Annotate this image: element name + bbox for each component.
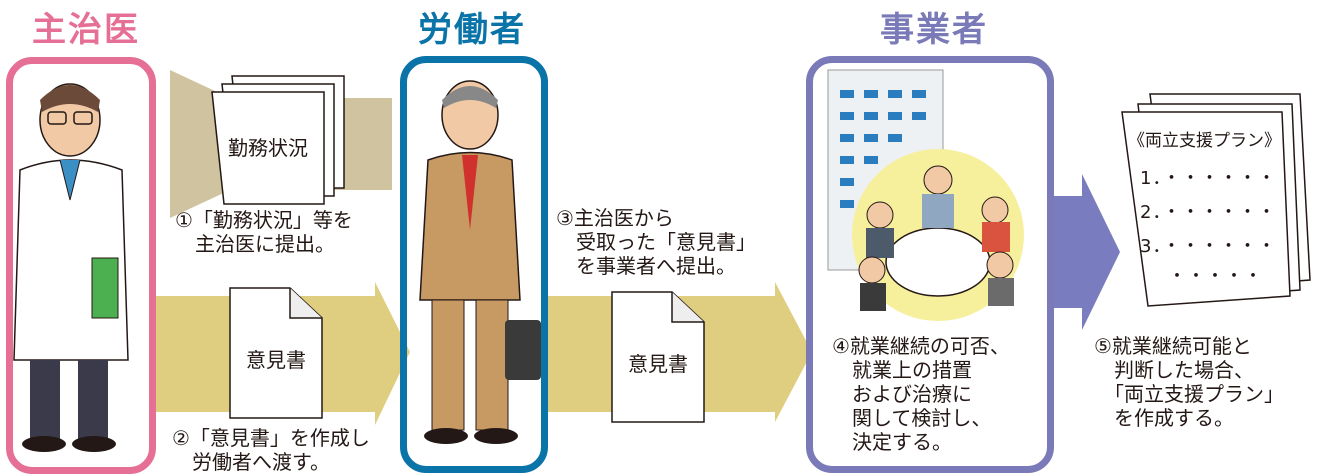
opinion-label-1: 意見書	[246, 348, 306, 372]
plan-title: 《両立支援プラン》	[1128, 131, 1281, 151]
plan-line-4: ・・・・・	[1168, 266, 1263, 287]
step-1-caption: ①「勤務状況」等を 主治医に提出。	[175, 208, 353, 256]
employer-frame	[806, 56, 1054, 473]
opinion-document-icon-2	[611, 291, 705, 423]
doctor-frame	[6, 57, 156, 474]
plan-line-1: 1．・・・・・・	[1140, 168, 1277, 189]
arrow-to-plan	[1047, 174, 1120, 330]
opinion-document-icon-1	[229, 287, 323, 419]
meeting-illustration-icon	[852, 149, 1024, 321]
plan-document-icon	[1121, 93, 1311, 307]
opinion-label-2: 意見書	[628, 352, 688, 376]
plan-line-3: 3．・・・・・・	[1140, 236, 1277, 257]
step-4-caption: ④就業継続の可否、 就業上の措置 および治療に 関して検討し、 決定する。	[832, 334, 1010, 454]
worker-frame	[400, 56, 548, 473]
doctor-illustration-icon	[13, 83, 129, 452]
work-status-label: 勤務状況	[228, 136, 308, 160]
employer-title: 事業者	[880, 10, 988, 50]
step-2-caption: ②「意見書」を作成し 労働者へ渡す。	[172, 426, 370, 474]
businessman-illustration-icon	[419, 80, 541, 444]
step-3-caption: ③主治医から 受取った「意見書」 を事業者へ提出。	[556, 206, 756, 278]
plan-line-2: 2．・・・・・・	[1140, 202, 1277, 223]
doctor-title: 主治医	[32, 10, 140, 50]
work-status-document-icon	[211, 75, 345, 205]
step-5-caption: ⑤就業継続可能と 判断した場合、 「両立支援プラン」 を作成する。	[1094, 334, 1284, 430]
worker-title: 労働者	[418, 10, 526, 50]
